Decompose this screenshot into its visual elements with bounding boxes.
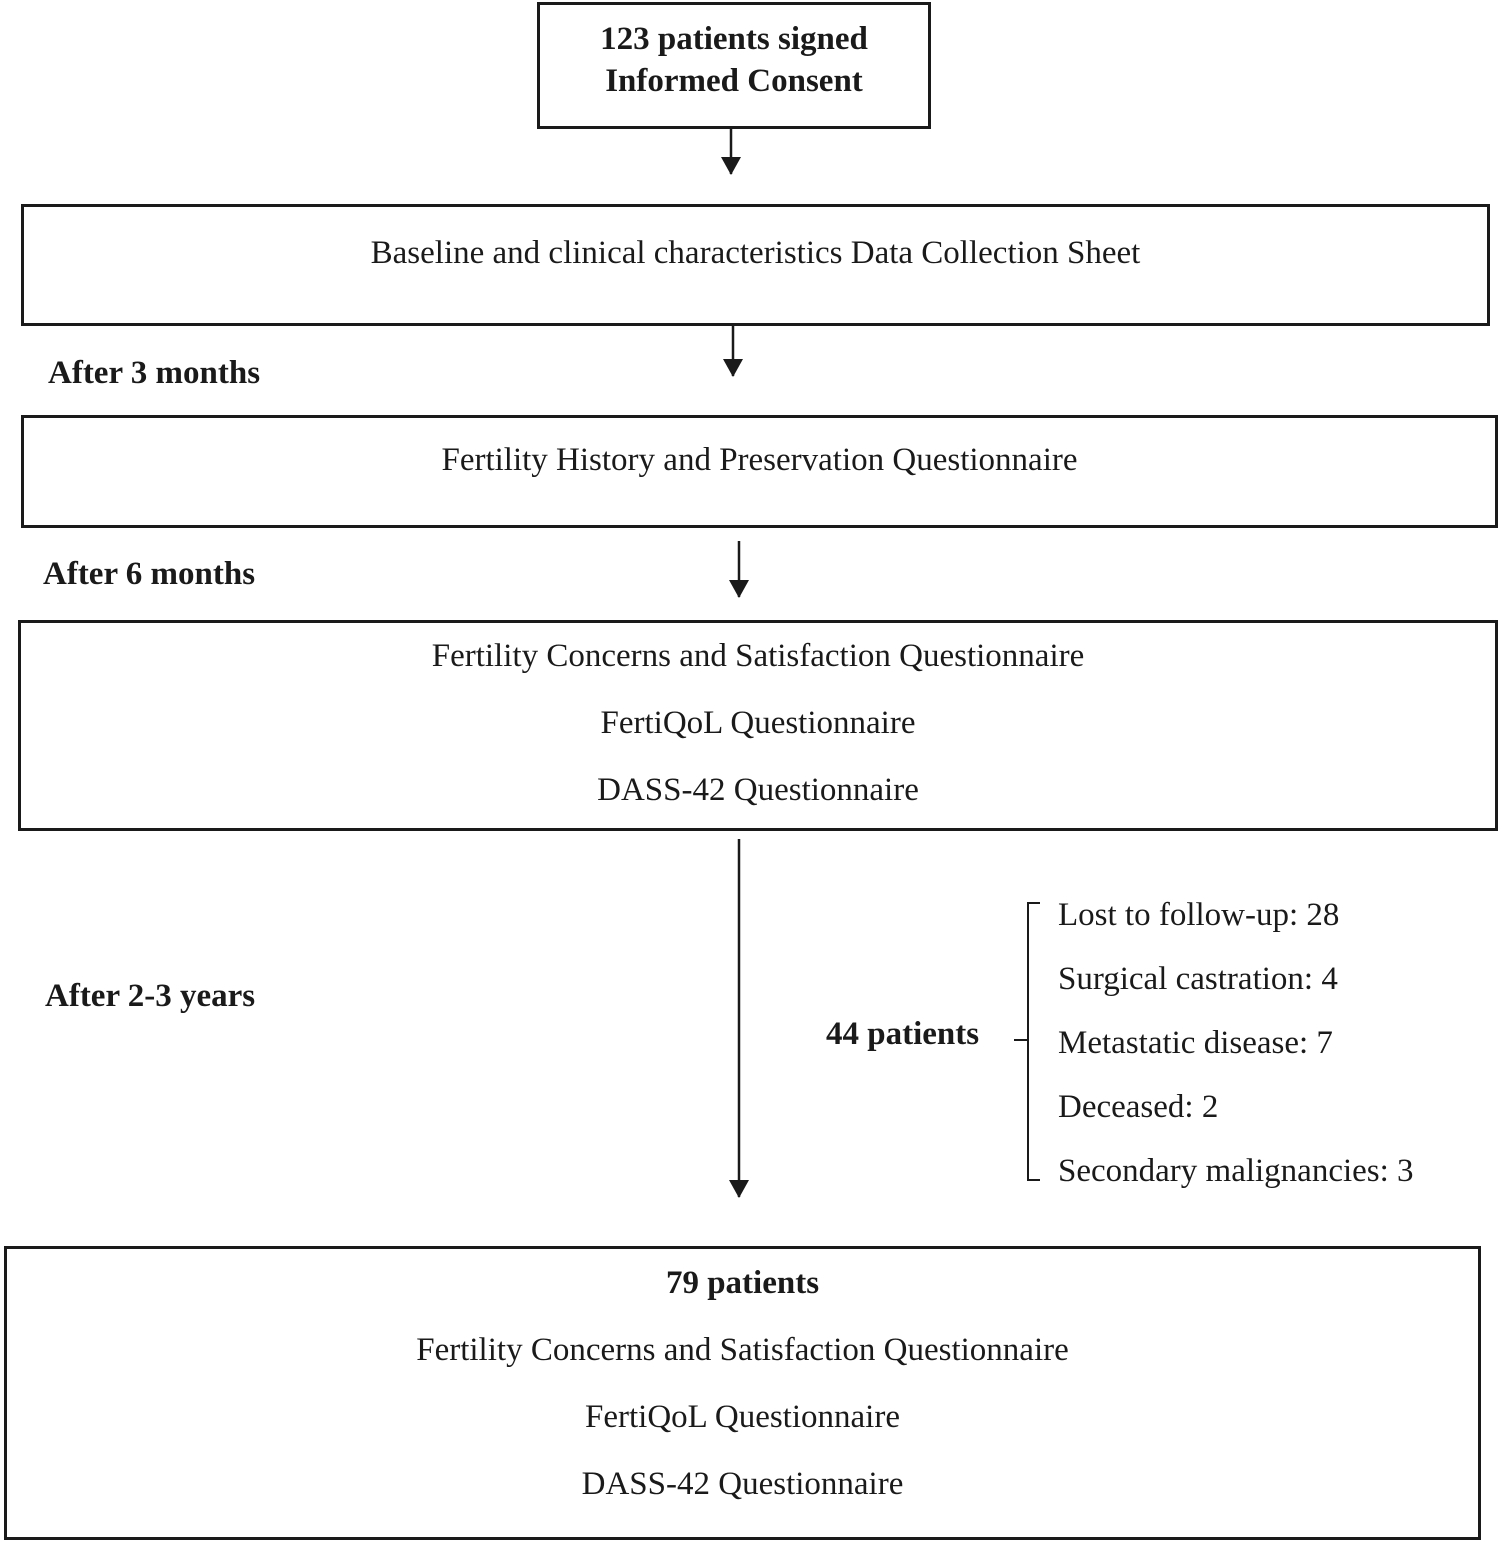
consent-box: 123 patients signed Informed Consent (537, 2, 931, 129)
exclusion-item: Metastatic disease: 7 (1058, 1025, 1333, 1061)
after-2-3-years-label: After 2-3 years (45, 978, 256, 1014)
questionnaire-item: Fertility Concerns and Satisfaction Ques… (431, 638, 1085, 674)
after-6-months-label: After 6 months (43, 556, 256, 592)
exclusion-item: Lost to follow-up: 28 (1058, 897, 1340, 933)
consent-line-1: 123 patients signed (600, 21, 868, 57)
questionnaire-item: FertiQoL Questionnaire (585, 1399, 900, 1435)
arrow-head (723, 359, 743, 377)
baseline-text: Baseline and clinical characteristics Da… (370, 235, 1141, 271)
final-patient-count: 79 patients (665, 1265, 820, 1301)
fertility-history-text: Fertility History and Preservation Quest… (441, 442, 1078, 478)
exclusion-brace (1014, 902, 1040, 1181)
baseline-box: Baseline and clinical characteristics Da… (21, 204, 1490, 326)
fertility-history-box: Fertility History and Preservation Quest… (21, 415, 1498, 528)
after-3-months-label: After 3 months (48, 355, 261, 391)
questionnaire-item: FertiQoL Questionnaire (600, 705, 916, 741)
exclusion-item: Deceased: 2 (1058, 1089, 1219, 1125)
exclusion-item: Surgical castration: 4 (1058, 961, 1338, 997)
excluded-count: 44 patients (826, 1016, 980, 1052)
final-questionnaires-box: 79 patients Fertility Concerns and Satis… (4, 1246, 1481, 1540)
arrow-head (721, 157, 741, 175)
arrow-head (729, 580, 749, 598)
six-month-questionnaires-box: Fertility Concerns and Satisfaction Ques… (18, 620, 1498, 831)
consent-line-2: Informed Consent (605, 63, 863, 99)
questionnaire-item: DASS-42 Questionnaire (597, 772, 919, 808)
exclusion-item: Secondary malignancies: 3 (1058, 1153, 1414, 1189)
arrow-head (729, 1180, 749, 1198)
questionnaire-item: Fertility Concerns and Satisfaction Ques… (416, 1332, 1069, 1368)
questionnaire-item: DASS-42 Questionnaire (581, 1466, 904, 1502)
